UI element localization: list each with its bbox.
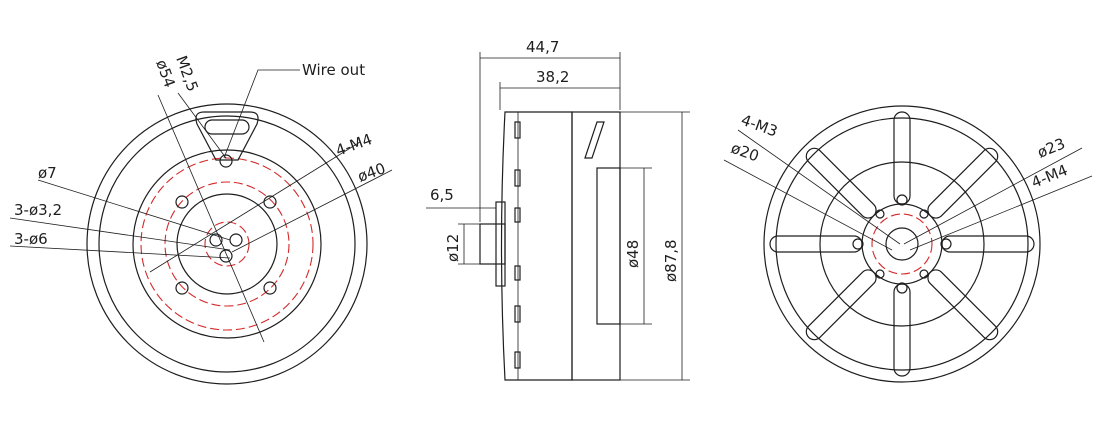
front-view: Wire out M2,5 ø54 ø7 3-ø3,2 3-ø6 4-M4 ø4… — [9, 53, 393, 385]
rear-m3-label: 4-M3 — [739, 111, 780, 141]
m25-label: M2,5 — [172, 53, 201, 94]
thread-m4-label: 4-M4 — [333, 130, 374, 160]
dim-382-label: 38,2 — [536, 68, 569, 86]
dia7-label: ø7 — [38, 164, 57, 182]
spoke-icon — [941, 235, 1035, 253]
rear-mid-ring — [819, 161, 985, 327]
wire-tab — [584, 121, 605, 159]
front-inner-rim — [98, 115, 356, 373]
m4-leader — [149, 141, 361, 273]
rotor-bell — [500, 111, 573, 381]
holes32-leader — [9, 217, 231, 251]
hub-hole-icon — [940, 238, 952, 250]
rear-dia23-label: ø23 — [1035, 134, 1068, 161]
front-inner-ring — [176, 193, 278, 295]
side-view: 44,7 38,2 6,5 ø12 ø48 ø87,8 — [426, 38, 690, 381]
center-hole-icon — [229, 233, 243, 247]
vent-slot-icon — [514, 265, 521, 281]
spoke-icon — [769, 235, 863, 253]
spokes — [769, 111, 1035, 377]
wire-slot — [204, 119, 250, 135]
shaft-collar — [495, 201, 506, 287]
vent-slot-icon — [514, 351, 521, 369]
spoke-icon — [805, 269, 877, 341]
dia40-label: ø40 — [355, 159, 388, 186]
vent-slot-icon — [514, 121, 521, 139]
holes6-label: 3-ø6 — [14, 230, 48, 248]
m25-hole — [219, 154, 233, 168]
dia40-leader — [231, 169, 393, 253]
vent-slot-icon — [514, 305, 521, 323]
dim-878-label: ø87,8 — [662, 239, 680, 282]
hub-hole-icon — [896, 194, 908, 206]
rear-outer-rim — [763, 105, 1041, 383]
vent-slot-icon — [514, 169, 521, 187]
m3-leader — [737, 129, 901, 245]
mount-hole-icon — [175, 281, 189, 295]
dim-447-label: 44,7 — [526, 38, 559, 56]
hub-hole-icon — [875, 269, 885, 279]
front-dashed-circle-outer — [140, 157, 314, 331]
mount-hole-icon — [263, 281, 277, 295]
wire-out-label: Wire out — [302, 61, 365, 79]
dia54-leader — [157, 94, 265, 343]
dia20-leader — [723, 159, 893, 251]
rear-inner-rim — [775, 117, 1029, 371]
wire-out-leader — [223, 69, 300, 159]
dim-12-label: ø12 — [444, 234, 462, 262]
mount-hole-icon — [175, 195, 189, 209]
hub-hole-icon — [896, 282, 908, 294]
spoke-icon — [805, 147, 877, 219]
spoke-icon — [927, 147, 999, 219]
m25-leader — [177, 92, 227, 159]
dia7-leader — [37, 179, 231, 241]
wire-outlet-boss — [195, 111, 259, 161]
dim-65-label: 6,5 — [430, 186, 454, 204]
dim-48-label: ø48 — [624, 240, 642, 268]
rear-bore — [885, 227, 919, 261]
hub-hole-icon — [875, 209, 885, 219]
rear-dashed-circle — [871, 213, 933, 275]
rear-view: 4-M3 ø20 ø23 4-M4 — [723, 105, 1093, 383]
spoke-icon — [927, 269, 999, 341]
front-dashed-circle-inner — [204, 221, 250, 267]
hub-hole-icon — [852, 238, 864, 250]
m4-rear-leader — [909, 175, 1093, 251]
dia23-leader — [903, 147, 1083, 245]
hub-hole-icon — [919, 209, 929, 219]
holes6-leader — [9, 245, 231, 259]
mount-hole-icon — [263, 195, 277, 209]
stator-flange — [596, 167, 621, 325]
stator-body — [571, 111, 621, 381]
front-mount-ring — [132, 149, 322, 339]
vent-slot-icon — [514, 207, 521, 223]
front-outer-rim — [86, 103, 368, 385]
front-dashed-circle-mid — [164, 181, 290, 307]
center-hole-icon — [219, 249, 233, 263]
spoke-icon — [893, 111, 911, 205]
spoke-icon — [893, 283, 911, 377]
center-hole-icon — [209, 233, 223, 247]
holes32-label: 3-ø3,2 — [14, 201, 62, 219]
hub-hole-icon — [919, 269, 929, 279]
